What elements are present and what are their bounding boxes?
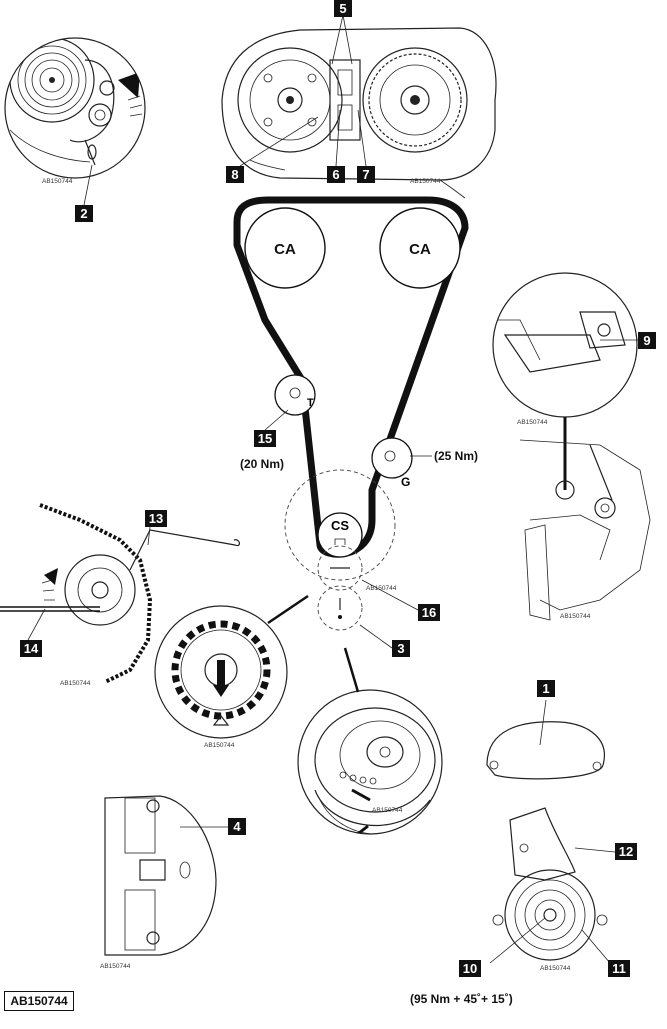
callout-10: 10 (459, 960, 481, 977)
callout-11-label: 11 (612, 961, 626, 976)
timing-belt: CA CA T G (25 Nm) (20 Nm) CS (233, 196, 478, 649)
callout-1-label: 1 (542, 681, 549, 696)
reference-code-box: AB150744 (4, 991, 74, 1011)
ref-block: AB150744 (100, 963, 131, 970)
ref-sprocket: AB150744 (204, 742, 235, 749)
ref-top-left: AB150744 (42, 178, 73, 185)
callout-3: 3 (392, 640, 410, 657)
callout-5-label: 5 (339, 1, 346, 16)
crankshaft-label: CS (331, 518, 349, 533)
callout-16: 16 (418, 604, 440, 621)
callout-15-label: 15 (258, 431, 272, 446)
ref-right-lower: AB150744 (560, 613, 591, 620)
ref-tensioner-unit: AB150744 (540, 965, 571, 972)
tensioner-pulley: T (274, 374, 316, 416)
callout-14-label: 14 (24, 641, 39, 656)
tensioner-spring-inset: AB150744 (0, 503, 240, 687)
ref-top-center: AB150744 (410, 178, 441, 185)
ref-right-tool: AB150744 (517, 419, 548, 426)
guide-pulley: G (371, 437, 413, 489)
crankshaft-damper-inset: AB150744 (297, 647, 443, 835)
callout-4-label: 4 (233, 819, 241, 834)
callout-12: 12 (615, 843, 637, 860)
callout-14: 14 (20, 640, 42, 657)
callout-13: 13 (145, 510, 167, 527)
camshaft-right-label: CA (409, 241, 431, 258)
tensioner-pulley-label: T (307, 397, 314, 409)
callout-13-label: 13 (149, 511, 163, 526)
tensioner-unit-inset: AB150744 (95 Nm + 45˚+ 15˚) (410, 807, 616, 1006)
callout-3-label: 3 (397, 641, 404, 656)
camshaft-pulley-right: CA (379, 207, 461, 289)
engine-block-inset: AB150744 (100, 795, 228, 970)
callout-10-label: 10 (463, 961, 477, 976)
crankshaft-pulley: CS AB150744 (284, 469, 397, 631)
ref-left-tensioner: AB150744 (60, 680, 91, 687)
callout-9: 9 (638, 332, 656, 349)
camshaft-cover-inset: AB150744 (221, 14, 497, 199)
callout-12-label: 12 (619, 844, 633, 859)
callout-1: 1 (537, 680, 555, 697)
callout-7-label: 7 (362, 167, 369, 182)
callout-6-label: 6 (332, 167, 339, 182)
callout-8: 8 (226, 166, 244, 183)
callout-11: 11 (608, 960, 630, 977)
callout-2-label: 2 (80, 206, 87, 221)
callout-4: 4 (228, 818, 246, 835)
callout-2: 2 (75, 205, 93, 222)
callout-15: 15 (254, 430, 276, 447)
guide-pulley-label: G (401, 475, 410, 489)
callout-5: 5 (334, 0, 352, 17)
ref-center-cs: AB150744 (366, 585, 397, 592)
lower-cover-inset (486, 699, 605, 780)
camshaft-pulley-left: CA (244, 207, 326, 289)
callout-6: 6 (327, 166, 345, 183)
locking-tool-inset: AB150744 AB150744 (492, 272, 651, 621)
tensioner-bolt-torque: (95 Nm + 45˚+ 15˚) (410, 992, 513, 1006)
tensioner-torque: (20 Nm) (240, 457, 284, 471)
callout-8-label: 8 (231, 167, 238, 182)
callout-9-label: 9 (643, 333, 650, 348)
callout-16-label: 16 (422, 605, 436, 620)
callout-7: 7 (357, 166, 375, 183)
tensioner-alignment-inset: AB150744 (4, 37, 146, 206)
camshaft-left-label: CA (274, 241, 296, 258)
guide-torque: (25 Nm) (434, 449, 478, 463)
ref-damper: AB150744 (372, 807, 403, 814)
crankshaft-sprocket-inset: AB150744 (154, 594, 309, 749)
